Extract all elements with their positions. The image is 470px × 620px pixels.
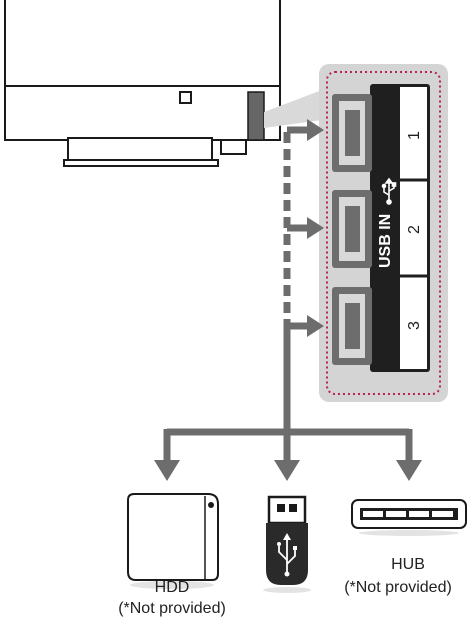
tv-usb-terminal xyxy=(247,91,265,141)
hdd-not-provided-note: (*Not provided) xyxy=(118,600,226,617)
tv-stand xyxy=(67,137,213,161)
port-number-1: 1 xyxy=(406,131,423,140)
usb-symbol-icon xyxy=(381,177,397,205)
tv-rear-view xyxy=(4,0,281,167)
usb-port-3 xyxy=(332,287,372,365)
hdd-icon xyxy=(127,493,219,589)
usb-input-panel: USB IN 1 2 3 xyxy=(319,64,448,402)
zoom-callout xyxy=(264,90,322,128)
usb-in-title: USB IN xyxy=(377,214,394,268)
port-number-3: 3 xyxy=(406,321,423,330)
connector-lines xyxy=(163,126,413,462)
hub-label: HUB xyxy=(391,556,425,573)
connector-arrowheads xyxy=(154,119,422,481)
tv-small-port xyxy=(179,91,192,104)
hdd-label: HDD xyxy=(154,579,190,596)
usb-flash-drive-icon xyxy=(263,495,311,593)
usb-hub-icon xyxy=(351,499,467,536)
hub-not-provided-note: (*Not provided) xyxy=(344,579,452,596)
tv-side-port xyxy=(220,139,247,155)
usb-port-1 xyxy=(332,94,372,172)
usb-port-2 xyxy=(332,190,372,268)
port-number-2: 2 xyxy=(406,225,423,234)
panel-outline xyxy=(326,71,441,395)
